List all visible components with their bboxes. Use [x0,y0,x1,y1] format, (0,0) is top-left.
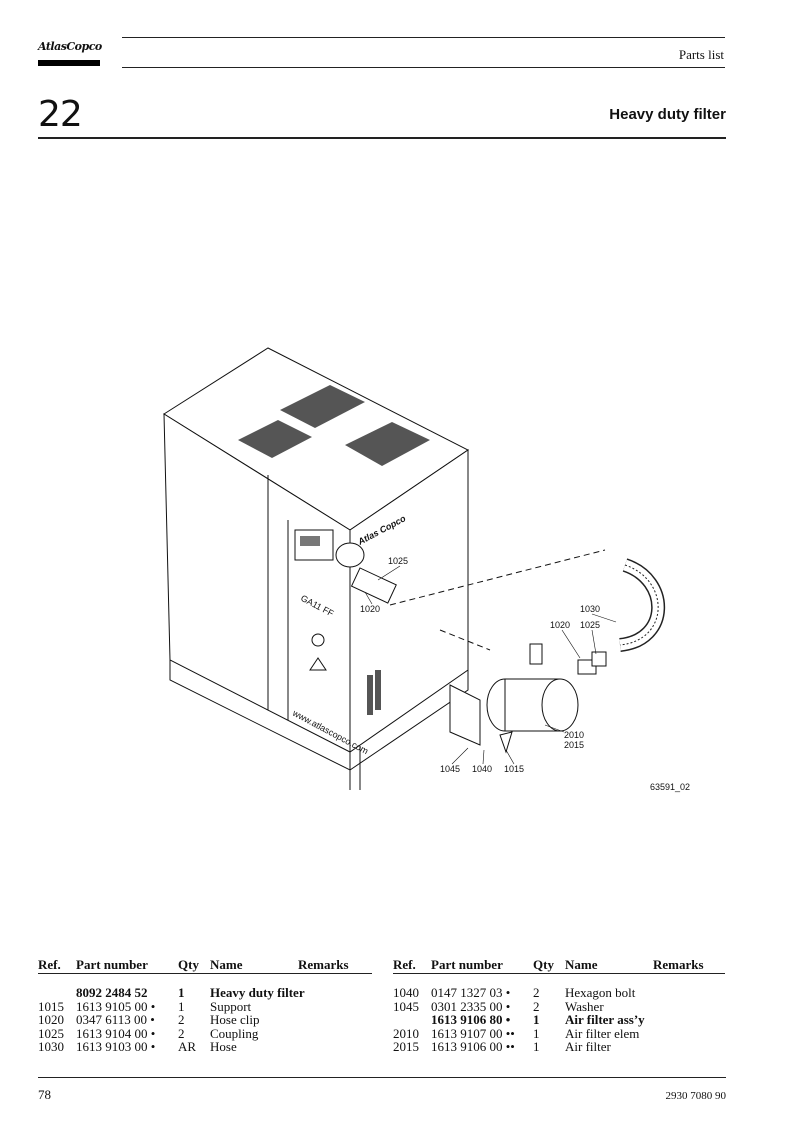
hose-routing-line [389,549,606,606]
exploded-view-drawing: GA11 FF Atlas Copco www.atlascopco.com 1… [163,347,690,792]
page-title: Heavy duty filter [609,106,726,123]
callout-1025-lower: 1025 [580,620,600,630]
callout-1020-lower: 1020 [550,620,570,630]
col-part-number: Part number [431,957,533,974]
control-panel [294,529,334,671]
table-header-row: Ref. Part number Qty Name Remarks [38,957,372,974]
support-bracket [449,684,513,754]
col-remarks: Remarks [653,957,725,974]
header-rule-top [122,37,725,38]
inlet-coupling [335,542,397,604]
logo-wordmark: AtlasCopco [38,40,102,53]
document-number: 2930 7080 90 [665,1090,727,1102]
callout-leaders [364,565,617,765]
col-qty: Qty [178,957,210,974]
footer-rule [38,1077,726,1078]
atlas-copco-logo: AtlasCopco [38,40,102,67]
table-header-row: Ref. Part number Qty Name Remarks [393,957,725,974]
col-ref: Ref. [38,957,76,974]
col-name: Name [210,957,298,974]
col-qty: Qty [533,957,565,974]
parts-table-left: Ref. Part number Qty Name Remarks 8092 2… [38,957,372,1054]
title-rule [38,137,726,139]
flexible-hose [618,558,666,652]
side-louvres [367,670,381,715]
callout-1025-upper: 1025 [388,556,408,566]
header-rule-bottom [122,67,725,68]
callout-1020-upper: 1020 [360,604,380,614]
col-name: Name [565,957,653,974]
air-filter-assembly [486,643,607,732]
col-remarks: Remarks [298,957,372,974]
figure-id: 63591_02 [650,782,690,792]
hose-routing-line-2 [439,629,491,651]
callout-1030: 1030 [580,604,600,614]
col-part-number: Part number [76,957,178,974]
callout-2015: 2015 [564,740,584,750]
callout-1040: 1040 [472,764,492,774]
callout-1045: 1045 [440,764,460,774]
page-number: 78 [38,1087,51,1102]
chapter-number: 22 [38,94,83,135]
logo-bar [38,60,100,66]
section-label: Parts list [678,47,724,62]
callout-1015: 1015 [504,764,524,774]
col-ref: Ref. [393,957,431,974]
callout-2010: 2010 [564,730,584,740]
roof-vents [238,385,430,466]
